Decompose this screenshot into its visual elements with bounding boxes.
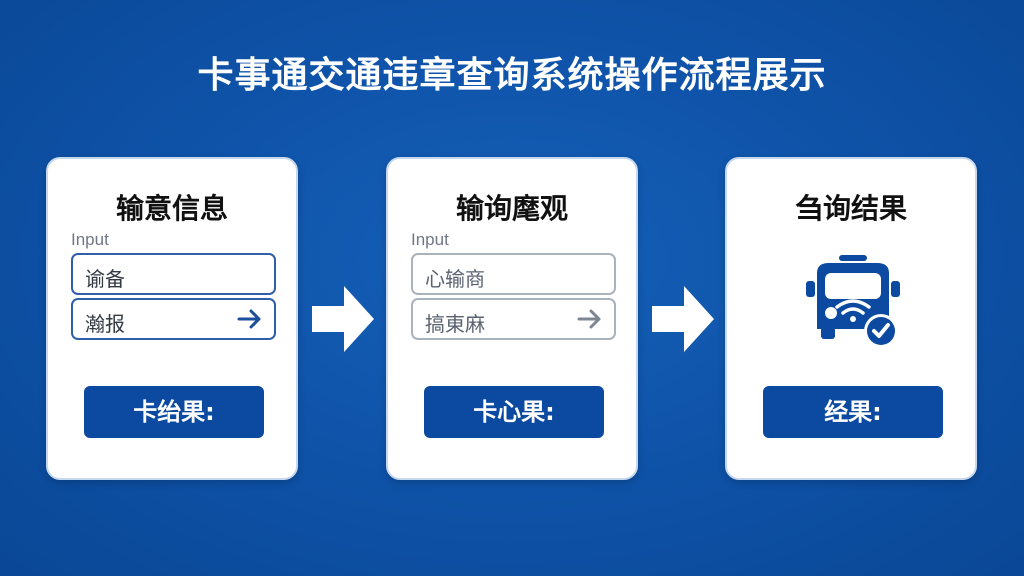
arrow-right-icon[interactable] bbox=[576, 306, 604, 332]
input-field-text: 心输商 bbox=[425, 267, 485, 291]
step-card-title: 输询麾观 bbox=[455, 192, 568, 225]
result-button[interactable]: 经果: bbox=[763, 386, 943, 438]
arrow-right-icon[interactable] bbox=[236, 306, 264, 332]
input-label: Input bbox=[71, 230, 109, 249]
input-field-text: 搞東麻 bbox=[425, 312, 485, 336]
page-title: 卡事通交通违章查询系统操作流程展示 bbox=[197, 55, 827, 96]
flow-arrow-icon bbox=[312, 286, 374, 352]
input-field-text: 谕备 bbox=[85, 267, 125, 291]
input-field-2[interactable]: 搞東麻 bbox=[411, 298, 616, 340]
input-field-2[interactable]: 瀚报 bbox=[71, 298, 276, 340]
step-card-result: 刍询结果 经果: bbox=[725, 157, 977, 480]
input-label: Input bbox=[411, 230, 449, 249]
result-button[interactable]: 卡绐果: bbox=[84, 386, 264, 438]
input-field-1[interactable]: 心输商 bbox=[411, 253, 616, 295]
step-card-query: 输询麾观 Input 心输商 搞東麻 卡心果: bbox=[386, 157, 638, 480]
bus-check-icon bbox=[806, 255, 900, 348]
input-field-1[interactable]: 谕备 bbox=[71, 253, 276, 295]
result-button[interactable]: 卡心果: bbox=[424, 386, 604, 438]
input-field-text: 瀚报 bbox=[85, 312, 125, 336]
step-card-title: 输意信息 bbox=[115, 192, 228, 225]
step-card-input-info: 输意信息 Input 谕备 瀚报 卡绐果: bbox=[46, 157, 298, 480]
step-card-title: 刍询结果 bbox=[794, 192, 907, 225]
flow-arrow-icon bbox=[652, 286, 714, 352]
